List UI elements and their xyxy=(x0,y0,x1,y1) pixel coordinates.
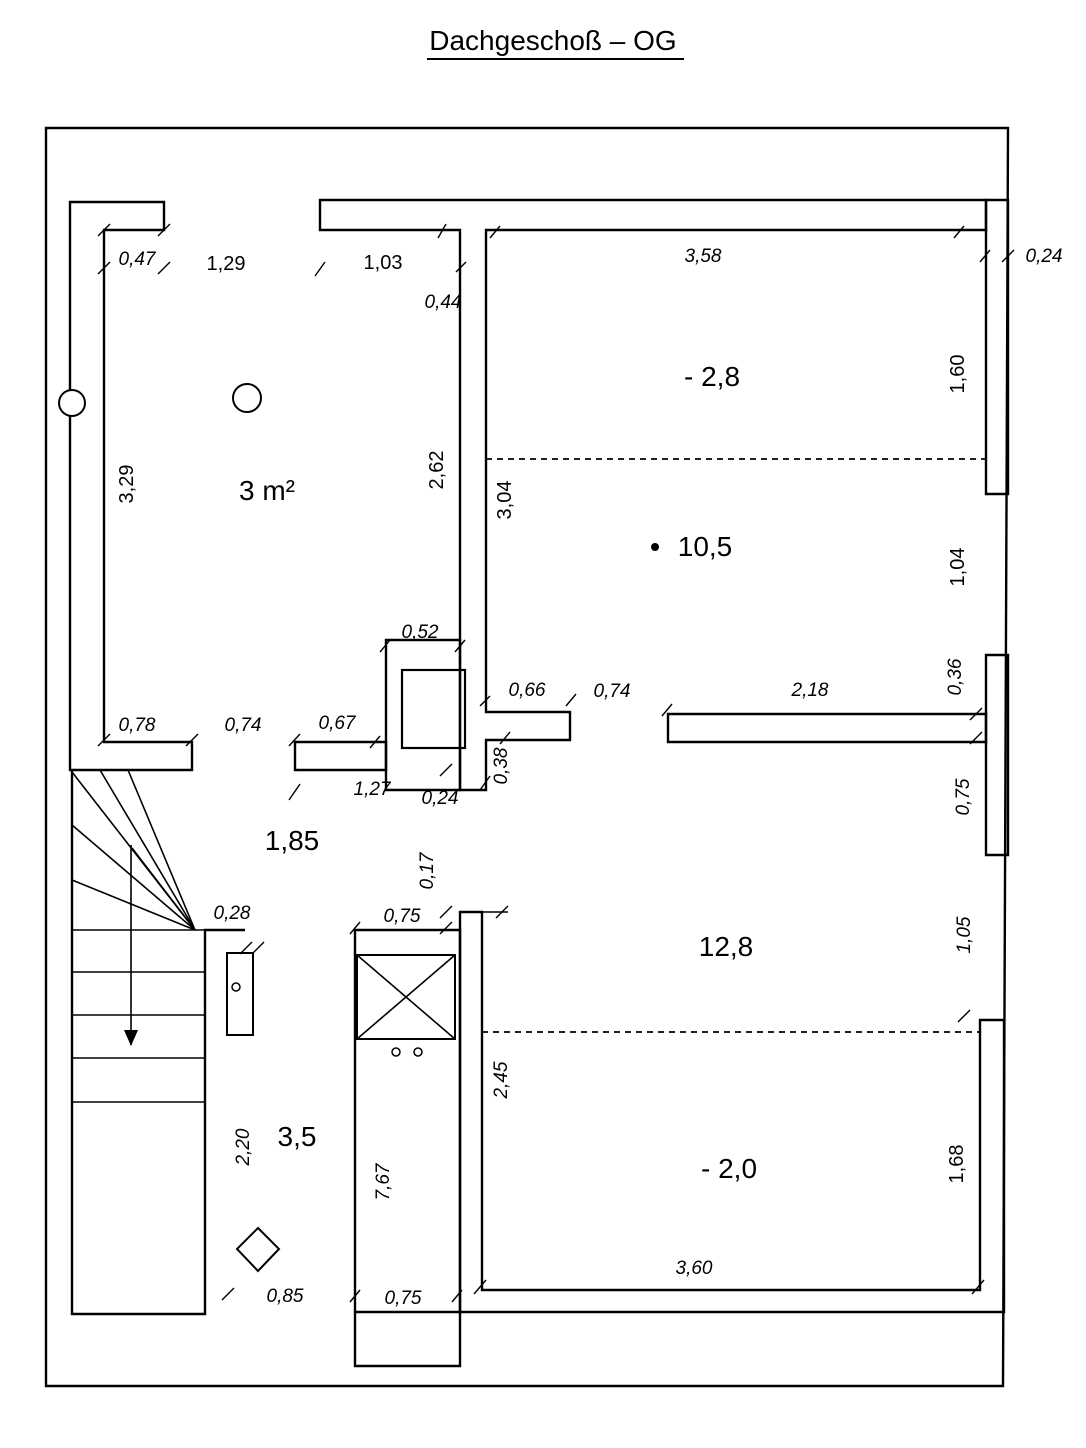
fixture-box xyxy=(226,952,254,1036)
dim-label: 0,78 xyxy=(119,715,156,736)
dim-label: 0,74 xyxy=(594,681,631,702)
stair-wall xyxy=(70,770,245,1316)
stove-knob-icon xyxy=(413,1047,423,1057)
bullet-dot xyxy=(651,543,659,551)
area-label-stair: 3,5 xyxy=(278,1121,317,1152)
dim-label: 0,36 xyxy=(945,658,966,695)
dim-label: 2,20 xyxy=(233,1128,254,1166)
chimney-enclosure xyxy=(384,638,462,792)
dim-label: 3,60 xyxy=(676,1258,713,1279)
outer-boundary xyxy=(44,126,1010,1388)
cabinet-column xyxy=(353,928,462,1368)
dim-label: 1,03 xyxy=(364,252,403,274)
stair-arrow-icon xyxy=(124,845,138,1046)
dim-label: 7,67 xyxy=(373,1162,394,1200)
dim-label: 0,85 xyxy=(267,1286,304,1307)
plan-title: Dachgeschoß – OG xyxy=(429,25,676,56)
dim-label: 1,60 xyxy=(947,355,969,394)
dim-label: 1,68 xyxy=(946,1145,968,1184)
dim-label: 1,27 xyxy=(354,779,392,800)
dim-label: 0,24 xyxy=(422,788,459,809)
dim-label: 0,66 xyxy=(509,680,546,701)
dim-label: 2,45 xyxy=(491,1061,512,1099)
dim-label: 0,75 xyxy=(385,1288,422,1309)
stove-knob-icon xyxy=(391,1047,401,1057)
right-wall-mid xyxy=(984,653,1010,857)
dim-label: 3,58 xyxy=(685,246,722,267)
dim-label: 0,24 xyxy=(1026,246,1063,267)
dim-label: 2,18 xyxy=(791,680,829,701)
dim-label: 0,75 xyxy=(384,906,421,927)
dim-label: 0,38 xyxy=(491,747,512,784)
dim-label: 2,62 xyxy=(426,451,448,490)
dim-label: 0,44 xyxy=(425,292,462,313)
central-wall xyxy=(318,198,988,792)
dim-label: 0,47 xyxy=(119,249,157,270)
dim-label: 3,29 xyxy=(116,465,138,504)
left-room-wall xyxy=(68,200,194,772)
area-label-bottom-right-low: - 2,0 xyxy=(701,1153,757,1184)
dim-label: 0,52 xyxy=(402,622,439,643)
dim-label: 3,04 xyxy=(494,481,516,520)
partition-left-corridor xyxy=(293,740,388,772)
dim-label: 1,04 xyxy=(947,548,969,587)
cabinet-x-box xyxy=(356,954,456,1040)
dim-label: 0,17 xyxy=(417,851,438,889)
light-circle xyxy=(232,383,262,413)
mid-right-wall xyxy=(666,712,988,744)
vent-circle-left xyxy=(58,389,86,417)
area-label-top-right-low: - 2,8 xyxy=(684,361,740,392)
stair-treads xyxy=(71,769,205,1103)
fixture-dot-icon xyxy=(231,982,241,992)
dim-label: 0,74 xyxy=(225,715,262,736)
dim-label: 0,67 xyxy=(319,713,357,734)
bottom-right-room-wall xyxy=(458,910,1006,1314)
dimension-ticks xyxy=(97,223,1015,1303)
area-label-top-right-main: 10,5 xyxy=(678,531,733,562)
chimney xyxy=(400,668,467,750)
area-label-corridor: 1,85 xyxy=(265,825,320,856)
dim-label: 0,28 xyxy=(214,903,251,924)
right-wall-top xyxy=(984,198,1010,496)
area-label-left-room: 3 m² xyxy=(239,475,295,506)
diamond-symbol-icon xyxy=(235,1226,281,1273)
dim-label: 1,29 xyxy=(207,253,246,275)
dim-label: 0,75 xyxy=(953,778,974,815)
dim-label: 1,05 xyxy=(954,916,975,953)
area-label-bottom-right-main: 12,8 xyxy=(699,931,754,962)
